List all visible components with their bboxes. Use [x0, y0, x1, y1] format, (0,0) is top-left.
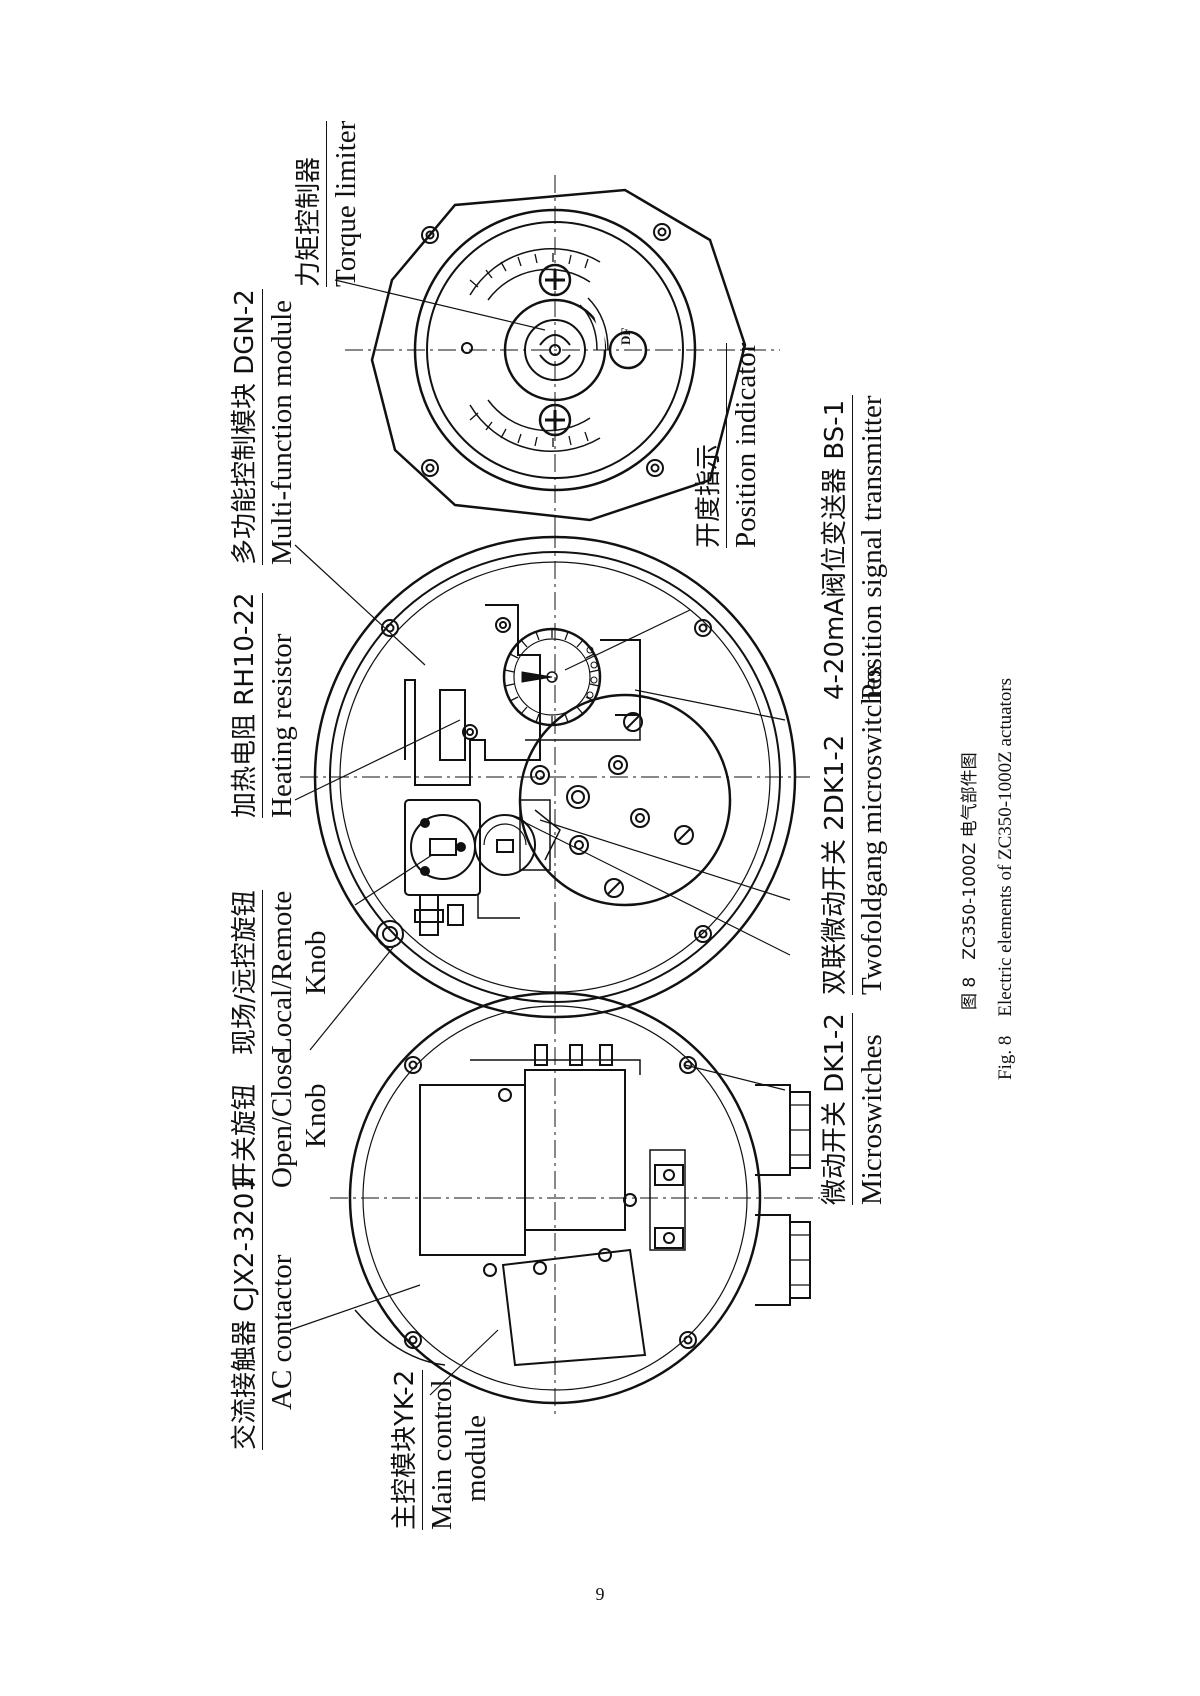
leader-lines: [289, 279, 791, 1396]
main-housing: [300, 530, 810, 1020]
torque-limiter-housing: [345, 175, 780, 545]
main-control-housing: [330, 985, 820, 1415]
